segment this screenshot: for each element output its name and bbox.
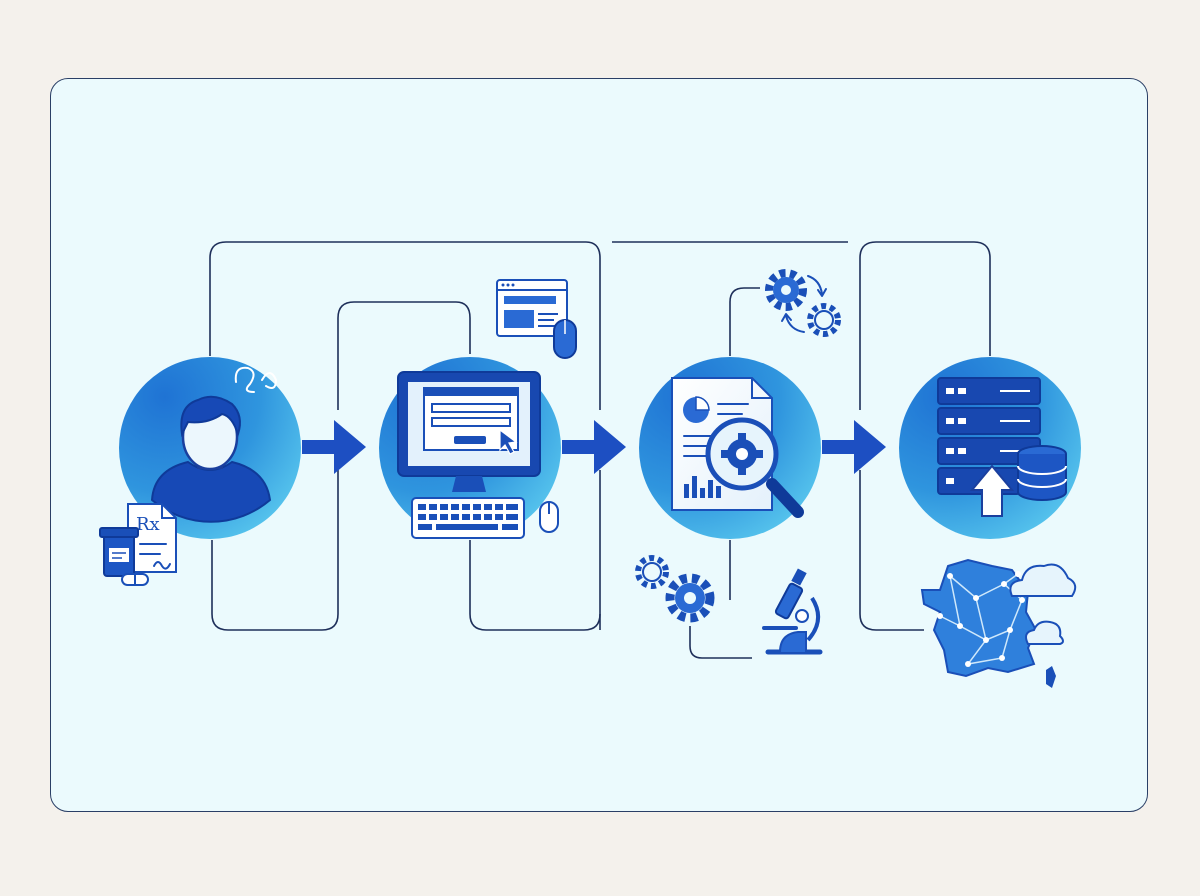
flow-arrow-2 bbox=[562, 420, 626, 474]
patient-icon bbox=[150, 395, 272, 523]
gears-cycle-icon bbox=[765, 269, 841, 337]
connector-lines bbox=[209, 241, 991, 659]
flow-arrow-3 bbox=[822, 420, 886, 474]
mouse-icon bbox=[539, 501, 559, 533]
web-form-icon bbox=[496, 279, 577, 359]
document-analysis-icon bbox=[671, 377, 804, 518]
prescription-icon: Rx bbox=[99, 503, 177, 586]
thought-doodle-icon bbox=[234, 366, 277, 393]
microscope-icon bbox=[762, 568, 823, 655]
cloud-icon-small bbox=[1025, 620, 1064, 645]
server-stage bbox=[899, 357, 1081, 688]
france-network-map-icon bbox=[920, 558, 1056, 688]
rx-symbol: Rx bbox=[136, 514, 160, 535]
keyboard-icon bbox=[411, 497, 525, 539]
server-database-icon bbox=[937, 377, 1067, 517]
gears-icon bbox=[635, 555, 715, 623]
analysis-stage bbox=[635, 269, 841, 655]
flow-arrow-1 bbox=[302, 420, 366, 474]
cloud-icon-large bbox=[1009, 563, 1077, 597]
computer-icon bbox=[397, 371, 541, 492]
patient-stage: Rx bbox=[99, 357, 301, 586]
computer-stage bbox=[379, 279, 577, 539]
